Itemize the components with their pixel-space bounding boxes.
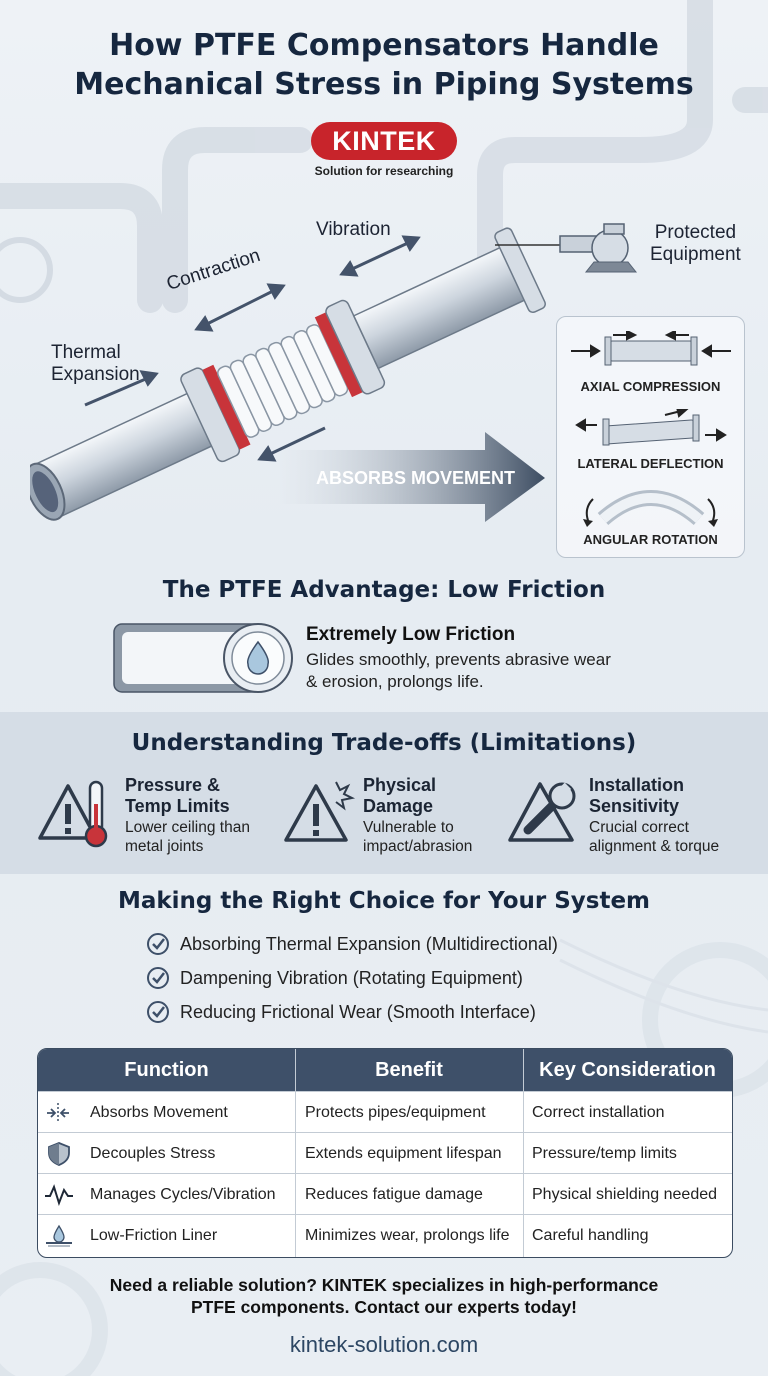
protected-equipment-label: Protected Equipment: [650, 222, 741, 266]
table-header: Function Benefit Key Consideration: [38, 1049, 732, 1091]
advantage-desc-line-2: & erosion, prolongs life.: [306, 672, 484, 691]
cta-line-2: PTFE components. Contact our experts tod…: [190, 1297, 578, 1317]
tradeoff-3-desc-line-2: alignment & torque: [589, 838, 720, 855]
tradeoffs-section: [0, 712, 768, 874]
thermal-line-1: Thermal: [51, 342, 121, 363]
advantage-heading: The PTFE Advantage: Low Friction: [162, 577, 606, 603]
lined-pipe-icon: [113, 623, 293, 693]
tradeoff-3-title-line-1: Installation: [589, 775, 685, 795]
tradeoff-3-desc-line-1: Crucial correct: [589, 819, 689, 836]
cta-line-1: Need a reliable solution? KINTEK special…: [109, 1275, 659, 1295]
title-line-2: Mechanical Stress in Piping Systems: [74, 67, 694, 102]
checkmark-icon: [147, 967, 169, 989]
cell-function: Absorbs Movement: [90, 1104, 228, 1121]
tradeoff-2-title: Physical Damage: [363, 775, 436, 817]
tradeoff-3-title-line-2: Sensitivity: [589, 796, 680, 816]
cell-benefit: Minimizes wear, prolongs life: [305, 1227, 510, 1244]
advantage-desc-line-1: Glides smoothly, prevents abrasive wear: [306, 650, 611, 669]
cell-function: Manages Cycles/Vibration: [90, 1186, 276, 1203]
thermal-line-2: Expansion: [51, 364, 140, 385]
cell-benefit: Protects pipes/equipment: [305, 1104, 486, 1121]
website-link[interactable]: kintek-solution.com: [289, 1332, 479, 1357]
cell-consideration: Correct installation: [532, 1104, 665, 1121]
pump-icon: [559, 223, 638, 273]
tradeoff-1-title: Pressure & Temp Limits: [125, 775, 230, 817]
angular-rotation-label: ANGULAR ROTATION: [583, 532, 718, 547]
compensator-illustration: [30, 227, 560, 522]
tradeoff-2-desc-line-2: impact/abrasion: [363, 838, 473, 855]
tradeoff-1-desc-line-1: Lower ceiling than: [125, 819, 250, 836]
tradeoffs-heading: Understanding Trade-offs (Limitations): [131, 730, 637, 756]
tradeoff-1-title-line-2: Temp Limits: [125, 796, 230, 816]
absorbs-movement-label: ABSORBS MOVEMENT: [316, 468, 516, 488]
advantage-description: Glides smoothly, prevents abrasive wear …: [306, 649, 611, 693]
header-benefit: Benefit: [375, 1059, 443, 1081]
droplet-icon: [246, 640, 270, 675]
lateral-deflection-icon: [575, 409, 727, 446]
vibration-label: Vibration: [316, 219, 391, 240]
title-line-1: How PTFE Compensators Handle: [109, 28, 659, 63]
cell-consideration: Physical shielding needed: [532, 1186, 718, 1203]
header-consideration: Key Consideration: [539, 1059, 716, 1081]
wrench-icon: [508, 782, 576, 842]
cell-consideration: Careful handling: [532, 1227, 649, 1244]
protected-line-1: Protected: [654, 222, 737, 243]
tradeoff-3-desc: Crucial correct alignment & torque: [589, 818, 719, 856]
table-row: Manages Cycles/Vibration Reduces fatigue…: [38, 1173, 732, 1215]
thermal-expansion-label: Thermal Expansion: [51, 342, 140, 386]
shield-icon: [48, 1142, 70, 1166]
absorbs-arrow: [280, 432, 545, 522]
brand-logo: KINTEK: [311, 122, 457, 160]
axial-compression-icon: [571, 331, 731, 366]
angular-rotation-icon: [583, 490, 718, 527]
cell-consideration: Pressure/temp limits: [532, 1145, 677, 1162]
table-row: Absorbs Movement Protects pipes/equipmen…: [38, 1091, 732, 1133]
advantage-title: Extremely Low Friction: [306, 624, 516, 645]
header-function: Function: [124, 1059, 209, 1081]
cell-function: Decouples Stress: [90, 1145, 216, 1162]
cell-benefit: Extends equipment lifespan: [305, 1145, 502, 1162]
choice-item-label: Absorbing Thermal Expansion (Multidirect…: [180, 934, 558, 954]
tradeoff-1-desc-line-2: metal joints: [125, 838, 204, 855]
warning-thermometer-icon: [38, 780, 108, 848]
tradeoff-1-title-line-1: Pressure &: [125, 775, 221, 795]
cell-function: Low-Friction Liner: [90, 1227, 218, 1244]
wave-icon: [45, 1184, 73, 1206]
tradeoff-2-title-line-2: Damage: [363, 796, 434, 816]
table-row: Low-Friction Liner Minimizes wear, prolo…: [38, 1214, 732, 1256]
choice-item-label: Reducing Frictional Wear (Smooth Interfa…: [180, 1002, 536, 1022]
axial-compression-label: AXIAL COMPRESSION: [580, 379, 721, 394]
cell-benefit: Reduces fatigue damage: [305, 1186, 483, 1203]
call-to-action: Need a reliable solution? KINTEK special…: [0, 1274, 768, 1318]
brand-tagline: Solution for researching: [314, 164, 454, 178]
choice-item-label: Dampening Vibration (Rotating Equipment): [180, 968, 523, 988]
choice-heading: Making the Right Choice for Your System: [117, 888, 651, 914]
table-row: Decouples Stress Extends equipment lifes…: [38, 1132, 732, 1174]
summary-table: Function Benefit Key Consideration Absor…: [37, 1048, 733, 1258]
droplet-surface-icon: [46, 1224, 72, 1247]
compress-arrows-icon: [47, 1103, 69, 1123]
checkmark-icon: [147, 1001, 169, 1023]
protected-line-2: Equipment: [650, 244, 741, 265]
tradeoff-3-title: Installation Sensitivity: [589, 775, 684, 817]
tradeoff-2-desc-line-1: Vulnerable to: [363, 819, 454, 836]
lateral-deflection-label: LATERAL DEFLECTION: [577, 456, 724, 471]
tradeoff-2-desc: Vulnerable to impact/abrasion: [363, 818, 472, 856]
page-title: How PTFE Compensators Handle Mechanical …: [0, 26, 768, 104]
movement-types-panel: AXIAL COMPRESSION LATERAL DEFLECTION ANG…: [556, 316, 745, 558]
warning-impact-icon: [284, 781, 356, 842]
tradeoff-1-desc: Lower ceiling than metal joints: [125, 818, 250, 856]
checkmark-icon: [147, 933, 169, 955]
tradeoff-2-title-line-1: Physical: [363, 775, 437, 795]
